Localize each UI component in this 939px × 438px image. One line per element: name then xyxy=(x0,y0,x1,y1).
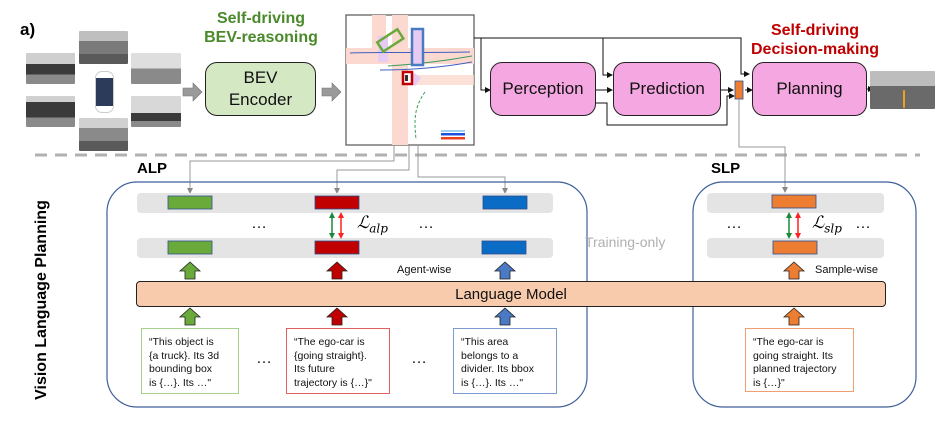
bev-encoder-box: BEV Encoder xyxy=(205,62,316,116)
prompt-line: “The ego-car is xyxy=(753,336,824,348)
prompt-line: {going straight}. xyxy=(294,349,367,362)
up-arrow-orange xyxy=(782,261,806,280)
slp-token-bottom xyxy=(772,240,818,255)
alp-loss-label: ℒalp xyxy=(357,213,388,235)
prompt-line: “This object is xyxy=(149,336,214,348)
bev-title-line1: Self-driving xyxy=(216,10,305,27)
bev-title-line2: BEV-reasoning xyxy=(204,29,318,46)
alp-token-green-top xyxy=(167,195,213,210)
prompt-line: Its future xyxy=(294,363,335,375)
panel-label: a) xyxy=(20,20,36,39)
up-arrow-blue xyxy=(493,261,517,280)
vlp-side-title: Vision Language Planning xyxy=(33,200,50,400)
alp-title: ALP xyxy=(137,160,167,177)
prediction-box: Prediction xyxy=(613,62,721,116)
up-arrow-red xyxy=(325,261,349,280)
prompt-line: divider. Its bbox xyxy=(461,363,534,375)
slp-ellipsis-1: … xyxy=(726,215,743,232)
prompt-line: “The ego-car is xyxy=(294,336,365,348)
alp-loss-subscript: alp xyxy=(369,221,388,236)
language-model-label: Language Model xyxy=(455,285,567,303)
bev-encoder-line1: BEV xyxy=(243,68,278,87)
up-arrow-green xyxy=(178,261,202,280)
alp-textbox-ellipsis-1: … xyxy=(256,350,273,367)
camera-view-front xyxy=(79,31,128,64)
prompt-line: trajectory is {…}" xyxy=(294,376,372,389)
block-arrow-encoder-to-bev xyxy=(321,82,342,102)
alp-ellipsis-2: … xyxy=(418,215,435,232)
prompt-line: is {…}. Its …" xyxy=(461,376,524,389)
bev-map xyxy=(345,14,475,146)
prompt-line: going straight. Its xyxy=(753,349,833,362)
bev-encoder-line2: Encoder xyxy=(228,90,293,109)
alp-token-blue-bottom xyxy=(481,240,527,255)
camera-view-front-left xyxy=(26,53,75,84)
alp-token-blue-top xyxy=(482,195,528,210)
language-model-bar: Language Model xyxy=(136,281,886,307)
camera-view-back xyxy=(79,118,128,151)
perception-box: Perception xyxy=(490,62,596,116)
alp-prompt-ego: “The ego-car is {going straight}. Its fu… xyxy=(286,328,390,394)
agent-wise-label: Agent-wise xyxy=(397,264,452,276)
alp-token-green-bottom xyxy=(167,240,213,255)
alp-prompt-object: “This object is {a truck}. Its 3d boundi… xyxy=(141,328,239,394)
prompt-line: planned trajectory xyxy=(753,363,837,375)
alp-textbox-ellipsis-2: … xyxy=(411,350,428,367)
prompt-line: is {…}" xyxy=(753,376,785,389)
slp-token-top xyxy=(771,194,817,209)
camera-view-back-right xyxy=(131,96,181,127)
slp-prompt-plan: “The ego-car is going straight. Its plan… xyxy=(745,328,854,392)
training-only-label: Training-only xyxy=(585,234,666,250)
prompt-line: “This area xyxy=(461,336,509,348)
plan-token xyxy=(734,80,744,100)
camera-view-front-right xyxy=(131,53,181,84)
ego-car-icon xyxy=(95,71,114,113)
camera-view-back-left xyxy=(26,96,75,127)
block-arrow-cams-to-encoder xyxy=(182,82,203,102)
bev-reasoning-title: Self-driving BEV-reasoning xyxy=(196,9,326,47)
slp-title: SLP xyxy=(711,160,741,177)
alp-ellipsis-1: … xyxy=(251,215,268,232)
prompt-line: is {…}. Its …" xyxy=(149,376,212,389)
prompt-line: {a truck}. Its 3d xyxy=(149,349,220,362)
alp-token-red-top xyxy=(314,195,360,210)
prompt-line: belongs to a xyxy=(461,349,519,362)
decision-title-line1: Self-driving xyxy=(770,22,859,39)
alp-token-red-bottom xyxy=(314,240,360,255)
decision-making-title: Self-driving Decision-making xyxy=(745,21,885,59)
slp-loss-symbol: ℒ xyxy=(812,213,825,233)
alp-loss-symbol: ℒ xyxy=(357,213,370,233)
slp-loss-subscript: slp xyxy=(824,221,842,236)
alp-prompt-map: “This area belongs to a divider. Its bbo… xyxy=(453,328,557,394)
slp-ellipsis-2: … xyxy=(855,215,872,232)
slp-loss-label: ℒslp xyxy=(812,213,842,235)
planned-driving-view xyxy=(870,71,935,109)
planned-trajectory-line xyxy=(903,90,905,108)
prompt-line: bounding box xyxy=(149,363,213,375)
sample-wise-label: Sample-wise xyxy=(815,264,878,276)
planning-box: Planning xyxy=(752,62,867,116)
decision-title-line2: Decision-making xyxy=(750,41,880,58)
